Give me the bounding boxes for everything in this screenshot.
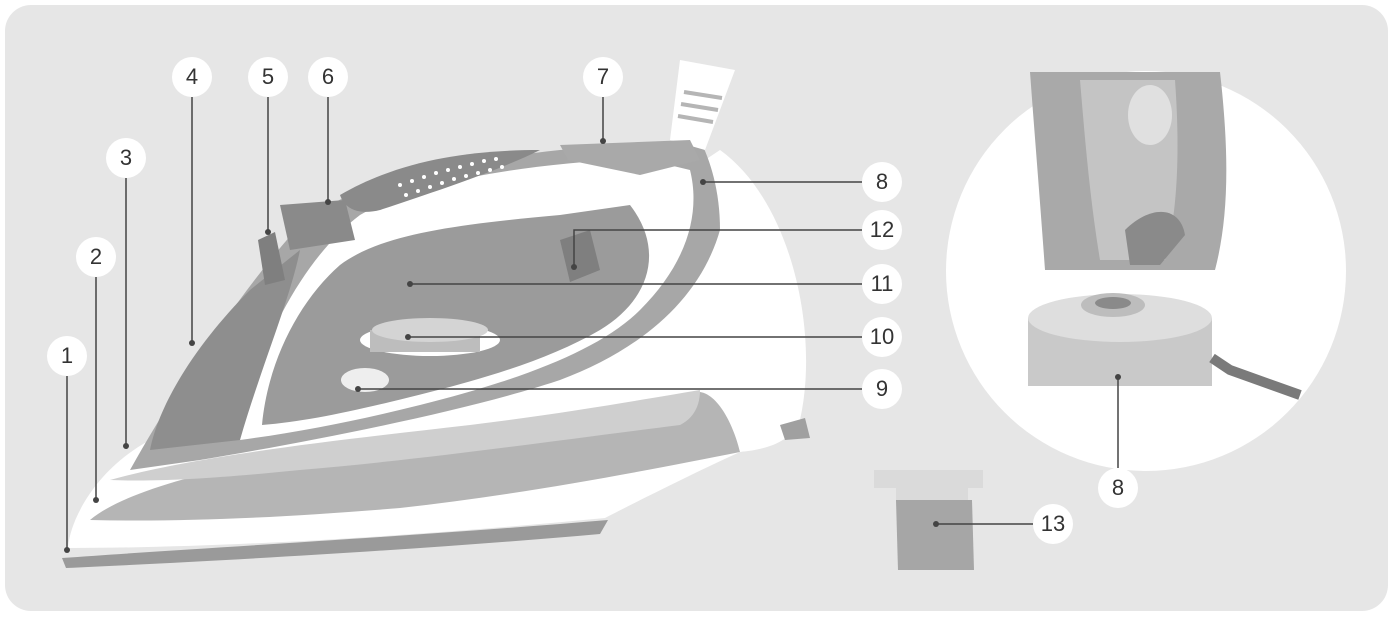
callout-5: 5 — [248, 57, 288, 235]
callout-number-8a: 8 — [876, 169, 888, 194]
callout-number-4: 4 — [186, 64, 198, 89]
callout-badge-8b — [1098, 468, 1138, 508]
callout-number-13: 13 — [1041, 511, 1065, 536]
callout-badge-6 — [308, 57, 348, 97]
callout-6: 6 — [308, 57, 348, 205]
anchor-dot-12 — [571, 264, 577, 270]
callout-7: 7 — [583, 57, 623, 144]
grip-dots — [398, 157, 504, 197]
callout-13: 13 — [933, 504, 1073, 544]
top-grip — [340, 150, 540, 212]
callout-11: 11 — [407, 264, 902, 304]
spray-button — [280, 200, 355, 250]
anchor-dot-13 — [933, 521, 939, 527]
detail-iron-knob — [1128, 85, 1172, 145]
callout-number-1: 1 — [61, 343, 73, 368]
iron-side-band-light — [110, 390, 700, 481]
detail-base-cable — [1209, 353, 1302, 400]
heel-rest-foot — [780, 418, 810, 440]
callout-badge-11 — [862, 264, 902, 304]
anchor-dot-5 — [265, 229, 271, 235]
anchor-dot-10 — [405, 334, 411, 340]
self-clean-button — [341, 368, 389, 392]
callout-12: 12 — [571, 210, 902, 270]
callout-badge-8a — [862, 162, 902, 202]
callout-2: 2 — [76, 237, 116, 503]
anchor-dot-6 — [325, 199, 331, 205]
callout-number-5: 5 — [262, 64, 274, 89]
anchor-dot-8b — [1115, 374, 1121, 380]
callout-badge-5 — [248, 57, 288, 97]
cord-guard-stripes — [677, 90, 723, 124]
callout-1: 1 — [47, 336, 87, 553]
callout-badge-13 — [1033, 504, 1073, 544]
water-cup-body — [896, 500, 974, 570]
callout-3: 3 — [106, 138, 146, 449]
anchor-dot-1 — [64, 547, 70, 553]
callout-badge-3 — [106, 138, 146, 178]
anchor-dot-4 — [189, 340, 195, 346]
anchor-dot-9 — [355, 386, 361, 392]
callout-badge-7 — [583, 57, 623, 97]
anchor-dot-11 — [407, 281, 413, 287]
callout-badge-9 — [862, 369, 902, 409]
callout-number-8b: 8 — [1112, 475, 1124, 500]
cord-guard — [670, 60, 735, 150]
anchor-dot-8a — [700, 179, 706, 185]
callout-number-3: 3 — [120, 145, 132, 170]
detail-base-top — [1028, 294, 1212, 342]
callout-4: 4 — [172, 57, 212, 346]
callout-8b: 8 — [1098, 374, 1138, 508]
indicator-light — [560, 230, 600, 282]
callout-number-12: 12 — [870, 217, 894, 242]
callout-10: 10 — [405, 317, 902, 357]
detail-base-hole — [1095, 297, 1131, 309]
callout-number-10: 10 — [870, 324, 894, 349]
callout-number-11: 11 — [871, 271, 894, 296]
temperature-dial — [360, 318, 500, 356]
water-cup-illustration — [874, 470, 983, 570]
leader-line-12 — [573, 229, 862, 267]
callout-badge-4 — [172, 57, 212, 97]
callout-number-7: 7 — [597, 64, 609, 89]
callout-number-2: 2 — [90, 244, 102, 269]
anchor-dot-7 — [600, 138, 606, 144]
top-plate — [560, 140, 700, 175]
callout-badge-10 — [862, 317, 902, 357]
callout-badge-1 — [47, 336, 87, 376]
anchor-dot-2 — [93, 497, 99, 503]
water-tank — [150, 250, 300, 450]
steam-burst-button — [258, 232, 285, 285]
steam-iron-illustration — [62, 60, 810, 568]
detail-cord-socket — [1125, 211, 1185, 265]
anchor-dot-3 — [123, 443, 129, 449]
water-cup-rim — [874, 470, 983, 500]
callout-9: 9 — [355, 369, 902, 409]
callout-8a: 8 — [700, 162, 902, 202]
iron-base-detail-illustration — [946, 71, 1346, 471]
callout-number-6: 6 — [322, 64, 334, 89]
callout-badge-12 — [862, 210, 902, 250]
callout-badge-2 — [76, 237, 116, 277]
soleplate-shadow — [62, 520, 608, 568]
callout-number-9: 9 — [876, 376, 888, 401]
